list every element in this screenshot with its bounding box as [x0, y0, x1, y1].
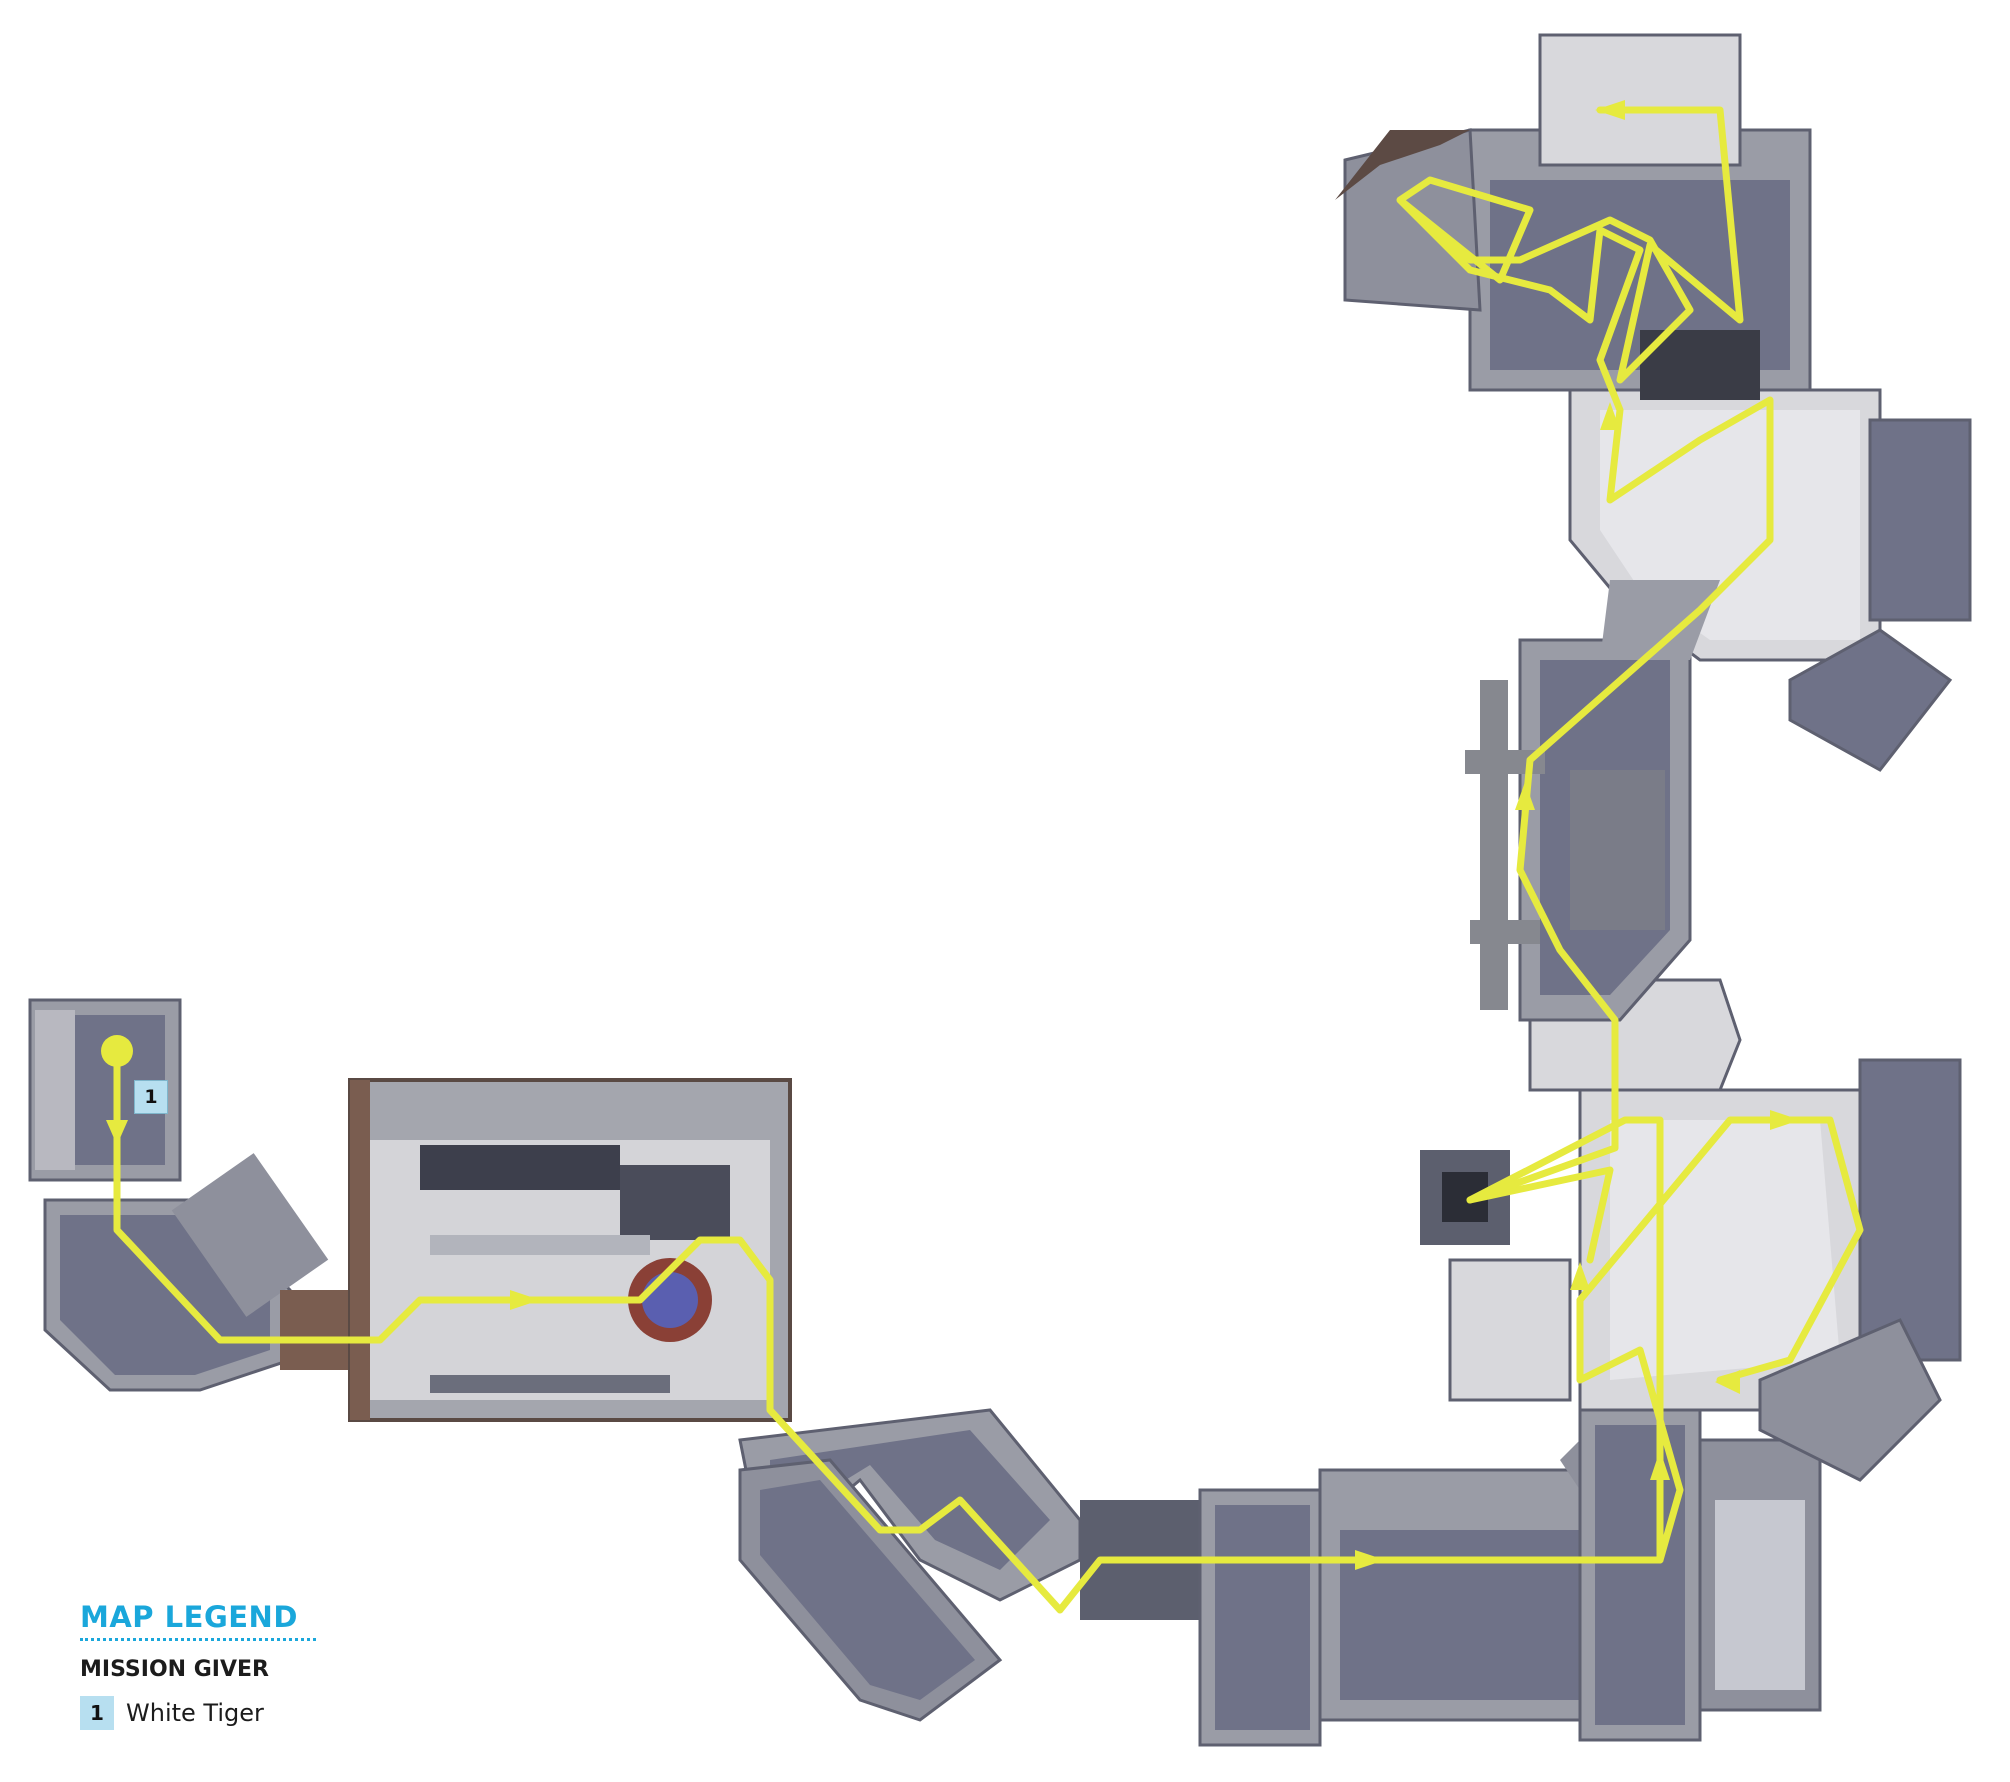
- room-top-west-wall: [1335, 130, 1470, 200]
- room-east-bay-annex: [1758, 1318, 1942, 1482]
- hall-main-grid: [620, 1165, 730, 1240]
- room-top-west: [1343, 128, 1482, 312]
- room-start-bay: [35, 1010, 75, 1170]
- hall-main-tanks: [420, 1145, 620, 1190]
- room-east-bay-floor: [1610, 1120, 1840, 1380]
- corridor-west: [280, 1290, 360, 1370]
- room-bottom-gatehouse-floor: [1595, 1425, 1685, 1725]
- route-arrow-eastbay-return: [1715, 1370, 1740, 1394]
- hall-main-reactor-core: [642, 1272, 698, 1328]
- room-east-bay-rack: [1858, 1058, 1962, 1362]
- route-start-point: [101, 1035, 133, 1067]
- legend-item-label: White Tiger: [126, 1699, 264, 1727]
- legend-section-title: MISSION GIVER: [80, 1657, 269, 1682]
- route-arrow-machinery: [1515, 782, 1535, 810]
- hall-main-wall: [350, 1080, 370, 1420]
- corridor-south-diag-floor: [770, 1430, 1050, 1570]
- room-top-cap: [1538, 33, 1742, 167]
- route-arrow-gatehouse: [1650, 1450, 1670, 1480]
- route-arrow-start: [106, 1120, 128, 1145]
- legend-divider: [80, 1638, 316, 1641]
- route-arrow-north: [1600, 402, 1620, 430]
- room-north-east-annex: [1788, 628, 1953, 772]
- room-bottom-equip-panels: [1715, 1500, 1805, 1690]
- route-arrow-eastbay-right: [1770, 1110, 1800, 1130]
- corridor-machinery-pipe-h2: [1470, 920, 1540, 944]
- legend-item: 1 White Tiger: [80, 1696, 320, 1730]
- route-arrows: [106, 100, 1800, 1570]
- route-segment-3: [1576, 1116, 1864, 1564]
- route-arrow-top: [1595, 100, 1625, 120]
- corridor-machinery-pipes: [1570, 770, 1665, 930]
- route-segment-1: [113, 1047, 1664, 1614]
- route-arrow-bottom: [1355, 1550, 1385, 1570]
- hall-main-bench-1: [430, 1235, 650, 1255]
- block-bottom-gate-floor: [1215, 1505, 1310, 1730]
- route-arrow-hall: [510, 1290, 540, 1310]
- route-arrow-eastbay: [1570, 1262, 1590, 1290]
- corridor-north-link: [1600, 580, 1720, 660]
- room-bottom-east-floor: [1340, 1530, 1590, 1700]
- corridor-machinery-pipe-v: [1480, 680, 1508, 1010]
- legend-title: MAP LEGEND: [80, 1600, 298, 1634]
- route-segment-2: [1396, 106, 1774, 1204]
- room-east-bay-side: [1448, 1258, 1572, 1402]
- room-north-east-rack: [1868, 418, 1972, 622]
- annex-west: [171, 1153, 329, 1317]
- mission-giver-marker-1[interactable]: 1: [134, 1080, 168, 1114]
- room-south-lower-floor: [760, 1480, 975, 1700]
- floor-plan: [28, 33, 1972, 1747]
- map-legend: MAP LEGEND MISSION GIVER 1 White Tiger: [80, 1600, 320, 1730]
- hall-main-bench-2: [430, 1375, 670, 1393]
- legend-badge: 1: [80, 1696, 114, 1730]
- route-path: [113, 106, 1864, 1614]
